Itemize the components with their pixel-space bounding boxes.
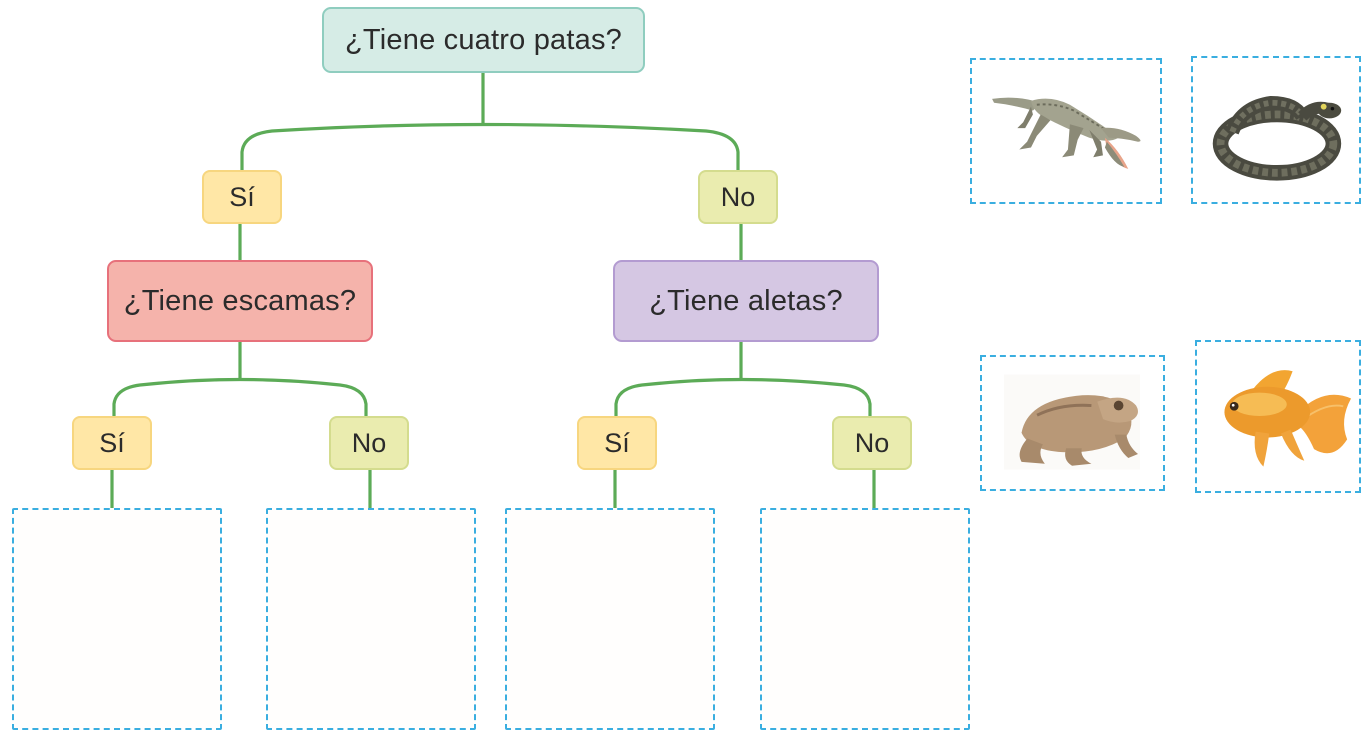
answer-fins-yes: Sí (577, 416, 657, 470)
drop-box-scales-yes[interactable] (12, 508, 222, 730)
snake-image (1212, 95, 1342, 181)
card-goldfish[interactable] (1195, 340, 1361, 493)
card-frog[interactable] (980, 355, 1165, 491)
answer-four-legs-no: No (698, 170, 778, 224)
question-scales: ¿Tiene escamas? (107, 260, 373, 342)
connector-root-branch (240, 122, 740, 172)
connector-scales-branch (112, 377, 368, 418)
card-crocodile[interactable] (970, 58, 1162, 204)
answer-scales-no: No (329, 416, 409, 470)
connector-fins-branch (614, 377, 872, 418)
goldfish-image (1224, 370, 1352, 467)
question-fins: ¿Tiene aletas? (613, 260, 879, 342)
drop-box-fins-no[interactable] (760, 508, 970, 730)
frog-image (1004, 374, 1140, 470)
drop-box-scales-no[interactable] (266, 508, 476, 730)
answer-scales-yes: Sí (72, 416, 152, 470)
answer-fins-no: No (832, 416, 912, 470)
question-four-legs: ¿Tiene cuatro patas? (322, 7, 645, 73)
crocodile-image (992, 97, 1141, 169)
drop-box-fins-yes[interactable] (505, 508, 715, 730)
answer-four-legs-yes: Sí (202, 170, 282, 224)
card-snake[interactable] (1191, 56, 1361, 204)
